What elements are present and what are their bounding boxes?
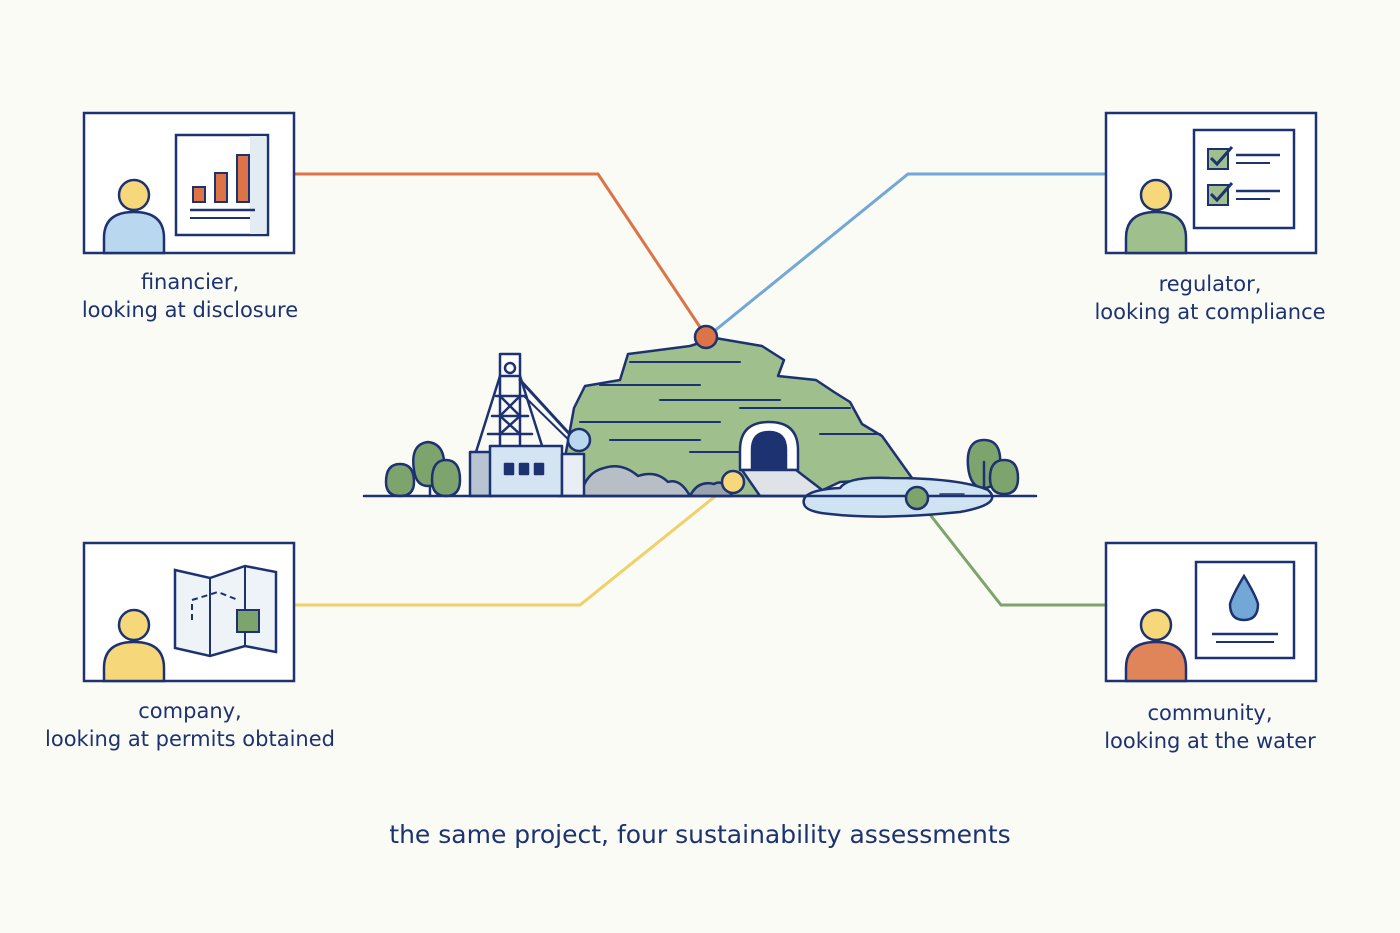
- company-panel: [82, 541, 296, 683]
- company-caption: company, looking at permits obtained: [30, 697, 350, 753]
- building-window: [503, 462, 515, 476]
- community-panel: [1104, 541, 1318, 683]
- financier-role: financier,: [140, 270, 240, 294]
- company-focus: looking at permits obtained: [45, 727, 335, 751]
- map-icon: [173, 564, 278, 658]
- tree: [430, 458, 462, 498]
- water-drop-icon: [1194, 560, 1296, 660]
- person-icon: [102, 178, 166, 255]
- bar-chart-icon: [174, 133, 270, 237]
- tree: [988, 458, 1020, 496]
- community-caption: community, looking at the water: [1050, 699, 1370, 755]
- community-node: [904, 485, 930, 511]
- regulator-panel: [1104, 111, 1318, 255]
- community-focus: looking at the water: [1104, 729, 1316, 753]
- regulator-role: regulator,: [1158, 272, 1262, 296]
- financier-node: [693, 324, 719, 350]
- checklist-icon: [1192, 128, 1296, 230]
- annex: [560, 452, 586, 498]
- person-icon: [1124, 608, 1188, 683]
- company-role: company,: [138, 699, 242, 723]
- building-window: [518, 462, 530, 476]
- side-shed: [468, 450, 494, 498]
- tree: [384, 462, 416, 498]
- financier-panel: [82, 111, 296, 255]
- connector-financier: [294, 172, 708, 337]
- person-icon: [102, 608, 166, 683]
- mine-scene: [362, 336, 1038, 518]
- building-window: [533, 462, 545, 476]
- financier-focus: looking at disclosure: [81, 298, 299, 322]
- regulator-node: [566, 427, 592, 453]
- connector-community: [915, 497, 1106, 607]
- diagram-title: the same project, four sustainability as…: [389, 820, 1011, 849]
- regulator-caption: regulator, looking at compliance: [1050, 270, 1370, 326]
- terrace-lines: [579, 361, 881, 453]
- community-role: community,: [1147, 701, 1273, 725]
- rock-pile: [578, 465, 692, 498]
- connector-company: [294, 480, 734, 607]
- financier-caption: financier, looking at disclosure: [30, 268, 350, 324]
- headframe: [474, 374, 577, 454]
- person-icon: [1124, 178, 1188, 255]
- headframe-wheel: [503, 361, 517, 375]
- regulator-focus: looking at compliance: [1094, 300, 1326, 324]
- tunnel-opening: [750, 430, 788, 470]
- company-node: [720, 469, 746, 495]
